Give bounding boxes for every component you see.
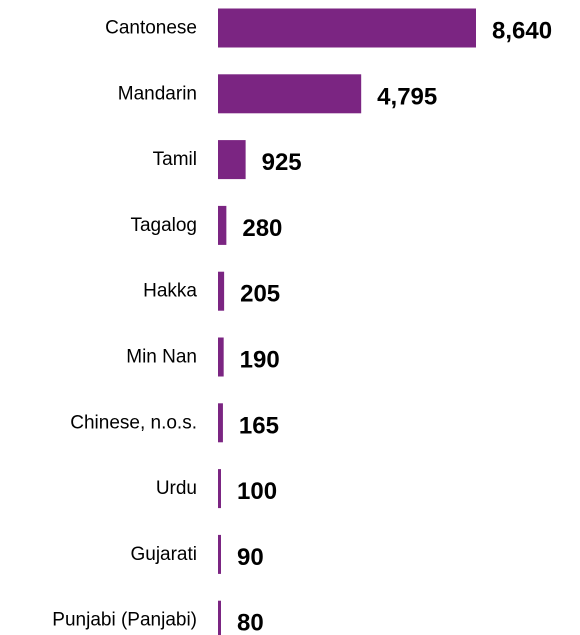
value-label: 100 [237,478,277,505]
category-label: Urdu [156,478,197,499]
bar [218,140,246,180]
bar [218,469,221,509]
category-label: Punjabi (Panjabi) [52,610,197,631]
bar [218,403,223,443]
category-label: Mandarin [118,83,197,104]
category-label: Min Nan [126,347,197,368]
category-label: Gujarati [130,544,197,565]
category-label: Tamil [153,149,197,170]
bar [218,271,225,311]
bar [218,600,221,635]
value-label: 4,795 [377,83,437,110]
category-label: Hakka [143,281,197,302]
bar [218,337,224,377]
bar [218,8,476,48]
category-label: Tagalog [130,215,197,236]
bar [218,205,227,245]
value-label: 280 [242,215,282,242]
category-label: Chinese, n.o.s. [70,412,197,433]
value-label: 90 [237,544,264,571]
value-label: 205 [240,281,280,308]
value-label: 190 [240,347,280,374]
value-label: 165 [239,412,279,439]
bar [218,74,362,114]
bar [218,534,221,574]
category-label: Cantonese [105,18,197,39]
value-label: 925 [262,149,302,176]
value-label: 80 [237,610,264,635]
value-label: 8,640 [492,18,552,45]
